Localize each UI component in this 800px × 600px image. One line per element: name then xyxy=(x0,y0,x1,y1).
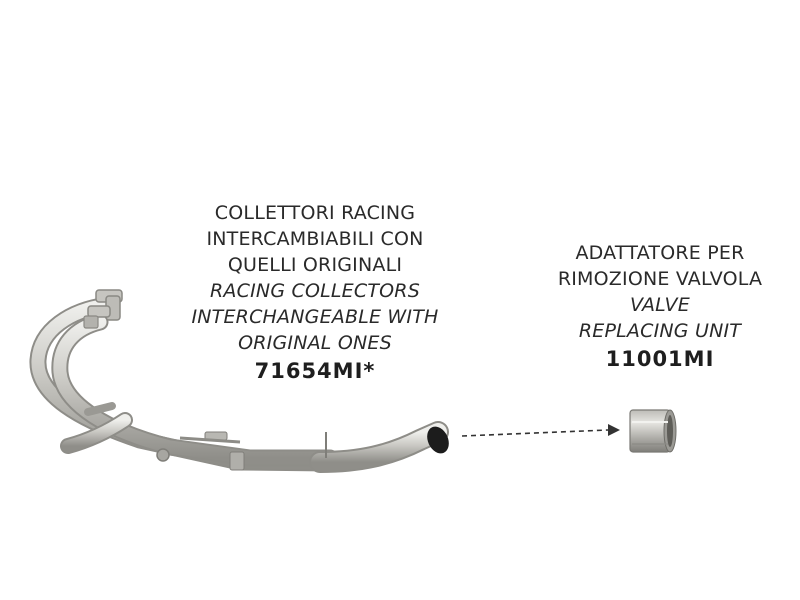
adapter-line-it-2: RIMOZIONE VALVOLA xyxy=(557,268,763,290)
collectors-line-en-1: RACING COLLECTORS xyxy=(210,280,420,302)
collectors-description: COLLETTORI RACING INTERCAMBIABILI CON QU… xyxy=(150,200,480,384)
adapter-part-code: 11001MI xyxy=(605,347,715,371)
collectors-line-en-2: INTERCHANGEABLE WITH xyxy=(191,306,439,328)
collectors-line-it-1: COLLETTORI RACING xyxy=(214,202,416,224)
collectors-line-it-3: QUELLI ORIGINALI xyxy=(227,254,403,276)
collectors-part-code: 71654MI* xyxy=(254,359,376,383)
collectors-line-en-3: ORIGINAL ONES xyxy=(238,332,392,354)
adapter-line-en-2: REPLACING UNIT xyxy=(578,320,742,342)
adapter-line-it-1: ADATTATORE PER xyxy=(575,242,745,264)
dashed-arrow-icon xyxy=(461,424,620,437)
adapter-line-en-1: VALVE xyxy=(630,294,690,316)
exhaust-header-pipes-image xyxy=(29,289,449,473)
valve-adapter-sleeve-image xyxy=(629,409,677,453)
collectors-line-it-2: INTERCAMBIABILI CON xyxy=(206,228,424,250)
adapter-description: ADATTATORE PER RIMOZIONE VALVOLA VALVE R… xyxy=(520,240,800,372)
